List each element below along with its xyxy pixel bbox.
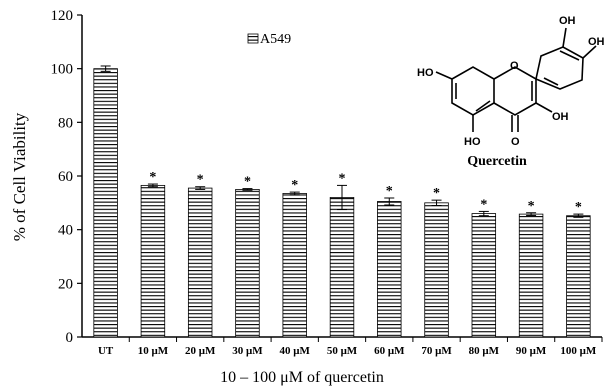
- bar: [518, 213, 544, 338]
- y-tick-label: 0: [66, 330, 74, 346]
- bar: [566, 215, 591, 338]
- significance-marker: *: [197, 173, 204, 188]
- x-ticks: UT 10 μM 20 μM 30 μM 40 μM 50 μM 60 μM 70 μM 80 …: [98, 337, 603, 357]
- atom-label-ring-o: O: [510, 60, 519, 72]
- significance-marker: *: [386, 184, 393, 199]
- x-tick-label: 40 μM: [280, 345, 311, 357]
- significance-marker: *: [433, 186, 440, 201]
- atom-label-ho-bottom: HO: [464, 136, 481, 148]
- y-axis-label: % of Cell Viability: [10, 112, 29, 241]
- ring-c: [493, 66, 537, 116]
- quercetin-structure: [435, 27, 597, 132]
- legend: A549: [247, 32, 291, 47]
- bar: [140, 184, 166, 338]
- significance-marker: *: [244, 175, 251, 190]
- legend-label: A549: [260, 32, 291, 47]
- bar: [377, 201, 402, 338]
- x-tick-label: 70 μM: [421, 345, 452, 357]
- x-tick-label: 50 μM: [327, 345, 358, 357]
- bars: * * * * * * * * * *: [93, 65, 591, 338]
- ring-b: [535, 46, 584, 90]
- y-ticks: 0 20 40 60 80 100 120: [51, 8, 82, 346]
- bar: [282, 193, 307, 338]
- bar: [329, 197, 355, 338]
- x-tick-label: UT: [98, 345, 114, 357]
- x-tick-label: 100 μM: [560, 345, 596, 357]
- atom-label-ho-left: HO: [417, 67, 434, 79]
- atom-label-oh-top-2: OH: [588, 36, 605, 48]
- bar: [424, 202, 449, 338]
- bar: [93, 68, 118, 338]
- significance-marker: *: [291, 178, 298, 193]
- significance-marker: *: [528, 199, 535, 214]
- significance-marker: *: [480, 197, 487, 212]
- significance-marker: *: [149, 170, 156, 185]
- x-tick-label: 10 μM: [138, 345, 169, 357]
- significance-marker: *: [575, 200, 582, 215]
- significance-marker: *: [339, 171, 346, 186]
- x-tick-label: 80 μM: [469, 345, 500, 357]
- x-tick-label: 90 μM: [516, 345, 547, 357]
- bar: [235, 189, 260, 338]
- bar: [471, 213, 497, 338]
- y-tick-label: 80: [58, 115, 73, 131]
- legend-swatch: [247, 33, 259, 44]
- x-tick-label: 20 μM: [185, 345, 216, 357]
- x-axis-label: 10 – 100 μM of quercetin: [220, 369, 384, 386]
- y-tick-label: 120: [51, 8, 74, 24]
- atom-label-oh-right: OH: [552, 111, 569, 123]
- x-tick-label: 30 μM: [232, 345, 263, 357]
- bar: [187, 187, 213, 338]
- ring-a: [451, 66, 495, 116]
- atom-label-keto-o: O: [511, 136, 520, 148]
- x-tick-label: 60 μM: [374, 345, 405, 357]
- y-tick-label: 60: [58, 169, 73, 185]
- y-tick-label: 40: [58, 223, 73, 239]
- molecule-name: Quercetin: [467, 154, 527, 169]
- y-tick-label: 100: [51, 62, 74, 78]
- y-tick-label: 20: [58, 276, 73, 292]
- atom-label-oh-top-1: OH: [559, 15, 576, 27]
